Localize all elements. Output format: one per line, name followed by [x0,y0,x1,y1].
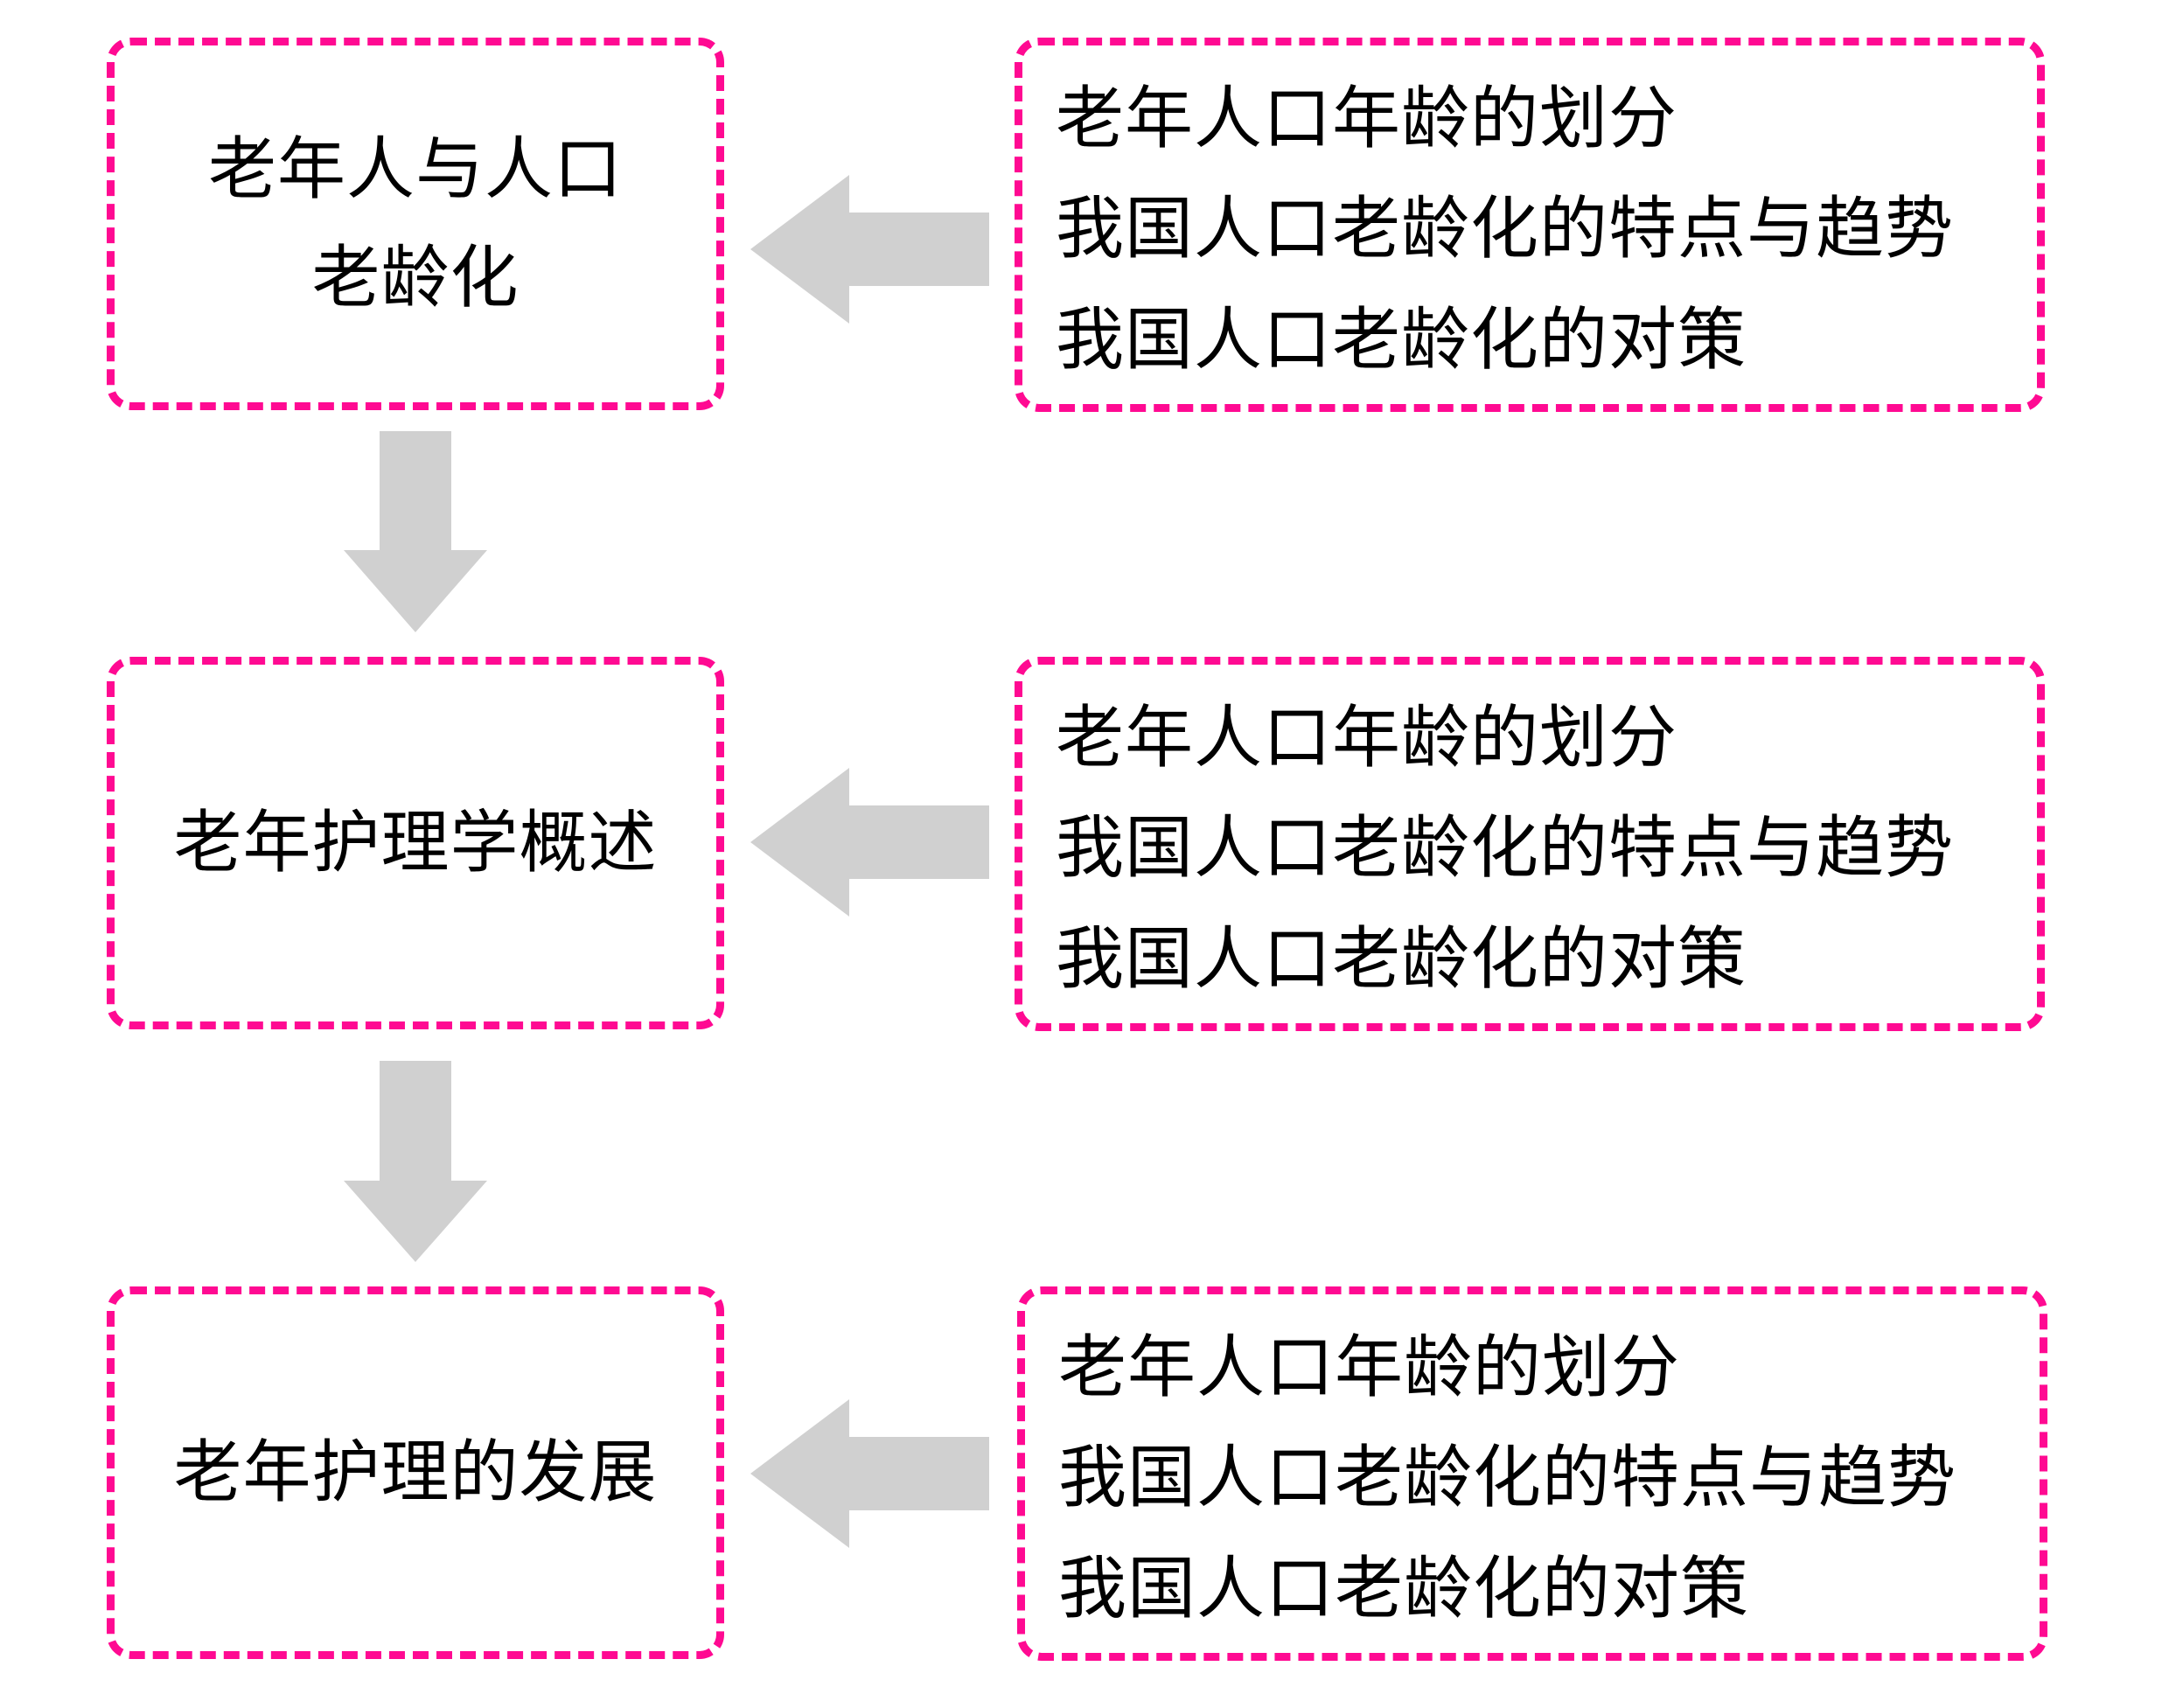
main-box-aging-population: 老年人与人口 老龄化 [107,38,724,410]
main-box-geriatric-nursing-overview: 老年护理学概述 [107,657,724,1029]
detail-item: 我国人口老龄化的特点与趋势 [1056,809,1955,888]
detail-item: 老年人口年龄的划分 [1056,80,1678,158]
detail-item: 我国人口老龄化的对策 [1056,920,1747,999]
main-box-label-line: 老龄化 [311,239,520,317]
main-box-label-line: 老年护理学概述 [173,804,658,882]
detail-item: 我国人口老龄化的对策 [1056,301,1747,380]
down-arrow-1 [344,431,487,632]
detail-item: 老年人口年龄的划分 [1058,1328,1681,1407]
detail-item: 老年人口年龄的划分 [1056,699,1678,777]
main-box-label-line: 老年护理的发展 [173,1433,658,1512]
left-arrow-1 [750,175,989,324]
detail-item: 我国人口老龄化的特点与趋势 [1056,190,1955,268]
main-box-geriatric-nursing-development: 老年护理的发展 [107,1286,724,1659]
detail-box-2: 老年人口年龄的划分 我国人口老龄化的特点与趋势 我国人口老龄化的对策 [1015,657,2045,1031]
detail-item: 我国人口老龄化的对策 [1058,1550,1750,1628]
main-box-label-line: 老年人与人口 [207,130,623,209]
detail-box-3: 老年人口年龄的划分 我国人口老龄化的特点与趋势 我国人口老龄化的对策 [1017,1286,2047,1661]
detail-box-1: 老年人口年龄的划分 我国人口老龄化的特点与趋势 我国人口老龄化的对策 [1015,38,2045,412]
left-arrow-2 [750,768,989,917]
down-arrow-2 [344,1061,487,1262]
detail-item: 我国人口老龄化的特点与趋势 [1058,1439,1957,1517]
left-arrow-3 [750,1399,989,1548]
